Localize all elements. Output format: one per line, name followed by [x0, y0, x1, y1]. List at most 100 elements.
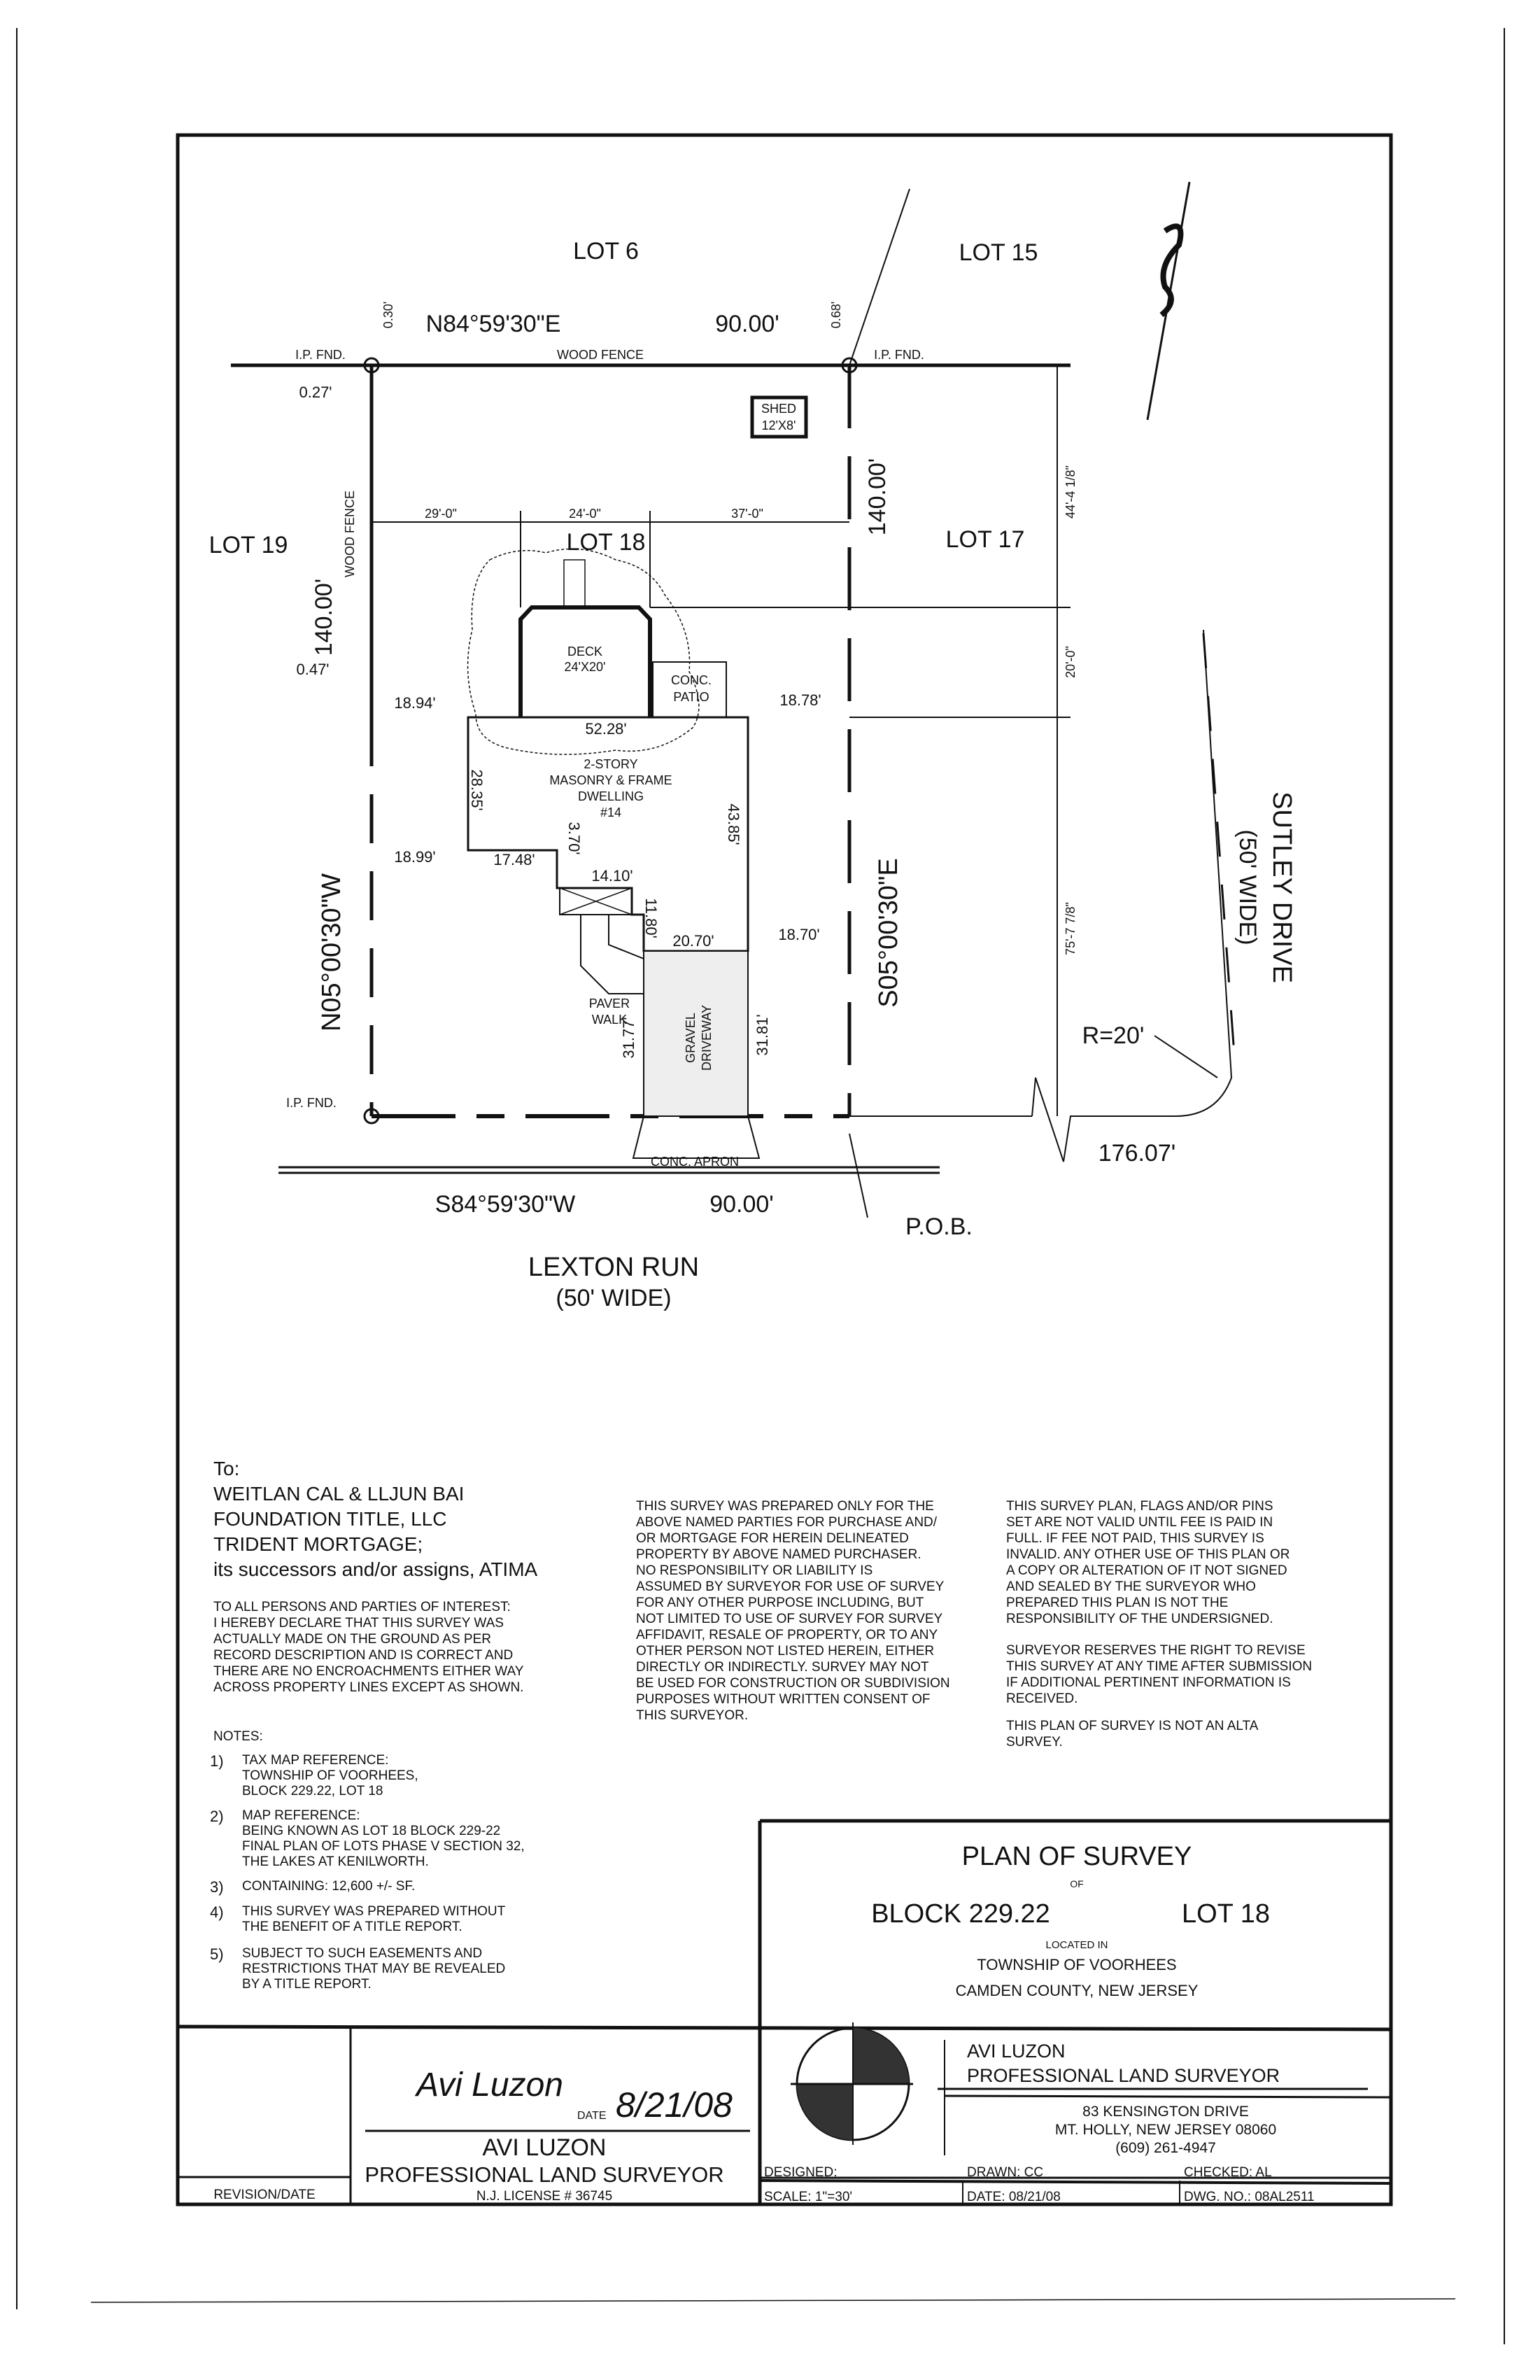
paver-walk — [580, 914, 644, 994]
note-number: 1) — [210, 1752, 224, 1770]
page-edge-bottom — [90, 2298, 1456, 2303]
note-line: SUBJECT TO SUCH EASEMENTS AND — [242, 1946, 482, 1961]
disclaimer-line: THIS SURVEYOR. — [636, 1708, 748, 1723]
left-distance: 140.00' — [311, 579, 337, 656]
firm-address-2: MT. HOLLY, NEW JERSEY 08060 — [1055, 2122, 1276, 2138]
shed — [750, 395, 808, 439]
ip-found-label: I.P. FND. — [874, 348, 924, 362]
disclaimer-line: NO RESPONSIBILITY OR LIABILITY IS — [636, 1563, 873, 1578]
house-dim: 43.85' — [725, 803, 742, 845]
north-arrow-icon — [1146, 181, 1191, 421]
note-line: BY A TITLE REPORT. — [242, 1977, 372, 1992]
corner-distance: 176.07' — [1099, 1140, 1175, 1167]
sutley-width-label: (50' WIDE) — [1234, 829, 1261, 945]
disclaimer-line: OTHER PERSON NOT LISTED HEREIN, EITHER — [636, 1644, 934, 1659]
surveyor-name: AVI LUZON — [483, 2134, 607, 2161]
addressee-block: To: WEITLAN CAL & LLJUN BAI FOUNDATION T… — [213, 1458, 538, 1580]
house-dim: 18.94' — [394, 694, 435, 712]
disclaimer-line: OR MORTGAGE FOR HEREIN DELINEATED — [636, 1531, 909, 1546]
title-block: PLAN OF SURVEY OF BLOCK 229.22 LOT 18 LO… — [758, 1819, 1391, 2204]
lot-19-label: LOT 19 — [209, 532, 288, 558]
lot-15-label: LOT 15 — [959, 239, 1038, 266]
fee-note-line: PREPARED THIS PLAN IS NOT THE — [1006, 1596, 1228, 1610]
fee-note-line: A COPY OR ALTERATION OF IT NOT SIGNED — [1006, 1563, 1287, 1578]
house-dim: 17.48' — [493, 851, 535, 868]
fee-note-line: INVALID. ANY OTHER USE OF THIS PLAN OR — [1006, 1547, 1290, 1562]
alta-note-line: THIS PLAN OF SURVEY IS NOT AN ALTA — [1006, 1719, 1259, 1733]
addressee-line: FOUNDATION TITLE, LLC — [213, 1508, 446, 1530]
fee-note-line: RESPONSIBILITY OF THE UNDERSIGNED. — [1006, 1612, 1273, 1626]
ip-found-label: I.P. FND. — [286, 1096, 337, 1110]
sutley-centerline — [1202, 633, 1236, 1064]
note-line: THE BENEFIT OF A TITLE REPORT. — [242, 1920, 462, 1934]
dwelling-label: #14 — [600, 805, 621, 819]
drawing-number-field: DWG. NO.: 08AL2511 — [1184, 2190, 1315, 2204]
offset-label: 0.47' — [296, 661, 329, 678]
revision-date-label: REVISION/DATE — [213, 2188, 315, 2202]
declaration-line: TO ALL PERSONS AND PARTIES OF INTEREST: — [213, 1600, 511, 1614]
drawing-border — [176, 133, 1393, 2206]
shed-label: SHED — [761, 402, 796, 416]
patio-label: CONC. — [671, 673, 712, 687]
sutley-drive-label: SUTLEY DRIVE — [1267, 791, 1297, 983]
iron-pin-icon — [363, 1108, 380, 1125]
house-dim: 20.70' — [672, 932, 714, 950]
note-line: BEING KNOWN AS LOT 18 BLOCK 229-22 — [242, 1824, 500, 1838]
lot-6-label: LOT 6 — [573, 238, 639, 265]
note-line: RESTRICTIONS THAT MAY BE REVEALED — [242, 1962, 505, 1976]
date-field: DATE: 08/21/08 — [967, 2190, 1061, 2204]
house-dim: 18.70' — [778, 926, 819, 943]
top-bearing: N84°59'30"E — [426, 311, 561, 337]
declaration-line: ACTUALLY MADE ON THE GROUND AS PER — [213, 1632, 491, 1647]
signature-date-label: DATE — [577, 2110, 606, 2122]
fee-note-line: AND SEALED BY THE SURVEYOR WHO — [1006, 1579, 1256, 1594]
checked-field: CHECKED: AL — [1184, 2165, 1272, 2180]
disclaimer-line: DIRECTLY OR INDIRECTLY. SURVEY MAY NOT — [636, 1660, 929, 1675]
deck-label: DECK — [567, 645, 602, 659]
plan-of: OF — [1070, 1878, 1083, 1889]
lexton-width-label: (50' WIDE) — [556, 1285, 671, 1311]
disclaimer-line: AFFIDAVIT, RESALE OF PROPERTY, OR TO ANY — [636, 1628, 938, 1642]
concrete-apron — [632, 1115, 761, 1159]
house-dim: 18.78' — [779, 691, 821, 709]
firm-phone: (609) 261-4947 — [1115, 2140, 1216, 2156]
note-line: MAP REFERENCE: — [242, 1808, 360, 1823]
side-dim: 20'-0" — [1064, 646, 1078, 678]
surveyor-signature: Avi Luzon — [414, 2066, 563, 2104]
township: TOWNSHIP OF VOORHEES — [977, 1956, 1176, 1973]
right-distance: 140.00' — [864, 458, 891, 535]
note-line: TOWNSHIP OF VOORHEES, — [242, 1768, 418, 1783]
radius-label: R=20' — [1082, 1022, 1145, 1049]
note-number: 4) — [210, 1903, 224, 1921]
setback-dim: 29'-0" — [425, 507, 457, 521]
note-number: 3) — [210, 1878, 224, 1896]
house-dim: 18.99' — [394, 848, 435, 866]
lexton-run-label: LEXTON RUN — [528, 1253, 699, 1282]
setback-dim: 24'-0" — [569, 507, 601, 521]
bottom-bearing: S84°59'30"W — [435, 1191, 575, 1218]
offset-label: 0.27' — [299, 383, 332, 401]
ip-found-label: I.P. FND. — [295, 348, 346, 362]
top-distance: 90.00' — [715, 311, 779, 337]
note-line: BLOCK 229.22, LOT 18 — [242, 1784, 383, 1798]
declaration-line: RECORD DESCRIPTION AND IS CORRECT AND — [213, 1648, 513, 1663]
disclaimer-line: ABOVE NAMED PARTIES FOR PURCHASE AND/ — [636, 1515, 938, 1530]
declaration-line: ACROSS PROPERTY LINES EXCEPT AS SHOWN. — [213, 1680, 523, 1695]
fee-note-line: SET ARE NOT VALID UNTIL FEE IS PAID IN — [1006, 1515, 1273, 1530]
note-line: TAX MAP REFERENCE: — [242, 1753, 388, 1768]
gravel-driveway — [643, 950, 749, 1117]
stoop-cross — [559, 887, 633, 915]
disclaimer-block: THIS SURVEY WAS PREPARED ONLY FOR THE AB… — [636, 1499, 950, 1723]
disclaimer-line: PURPOSES WITHOUT WRITTEN CONSENT OF — [636, 1692, 930, 1707]
revise-note-line: SURVEYOR RESERVES THE RIGHT TO REVISE — [1006, 1643, 1306, 1658]
deck-size: 24'X20' — [565, 660, 606, 674]
offset-label: 0.68' — [829, 302, 843, 328]
addressee-line: its successors and/or assigns, ATIMA — [213, 1558, 538, 1580]
paver-label: PAVER — [589, 997, 630, 1011]
revise-note-line: RECEIVED. — [1006, 1691, 1078, 1706]
pob-leader — [849, 1133, 868, 1218]
wood-fence-label: WOOD FENCE — [343, 491, 357, 577]
note-line: THIS SURVEY WAS PREPARED WITHOUT — [242, 1904, 506, 1919]
tree-line — [467, 548, 700, 755]
fee-note-block: THIS SURVEY PLAN, FLAGS AND/OR PINS SET … — [1006, 1499, 1312, 1749]
